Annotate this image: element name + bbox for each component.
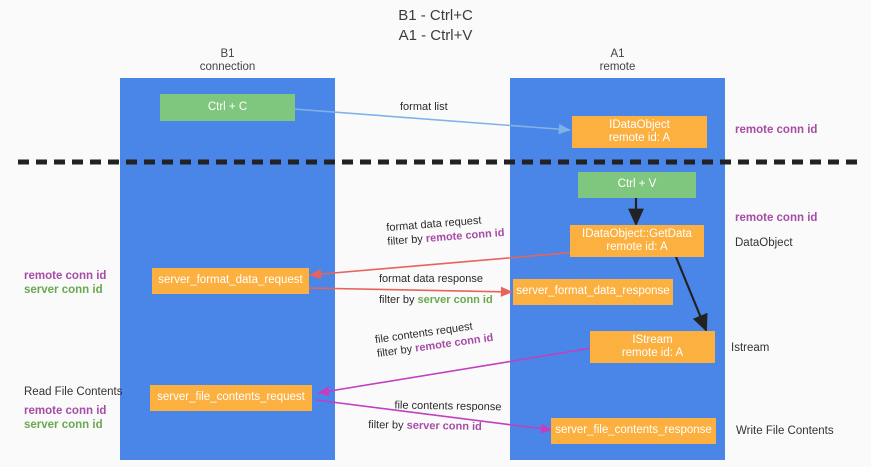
box-istream-sub: remote id: A (621, 347, 684, 359)
edge-label-format-data-response: format data response filter by server co… (379, 272, 493, 307)
edge-label-format-list: format list (400, 100, 448, 114)
lane-header-a1-subtitle: remote (599, 61, 636, 73)
lane-header-a1-name: A1 (610, 48, 625, 60)
box-server-format-data-response[interactable]: server_format_data_response (513, 279, 673, 305)
box-ctrl-v[interactable]: Ctrl + V (578, 172, 696, 198)
box-getdata-sub: remote id: A (606, 241, 668, 253)
annotation-left-read-file-contents: Read File Contents (24, 386, 123, 398)
box-istream[interactable]: IStream remote id: A (590, 331, 715, 363)
box-server-file-contents-response[interactable]: server_file_contents_response (551, 418, 716, 444)
box-getdata-label: IDataObject::GetData (582, 227, 692, 240)
lane-header-b1-name: B1 (220, 48, 235, 60)
edge-label-file-contents-response-text: file contents response (394, 399, 502, 414)
page-title: B1 - Ctrl+C A1 - Ctrl+V (0, 6, 871, 46)
edge-label-file-contents-response-filter: filter by server conn id (368, 418, 501, 434)
edge-label-format-data-request: format data request filter by remote con… (386, 212, 505, 249)
box-idataobject[interactable]: IDataObject remote id: A (572, 116, 707, 148)
edge-label-format-data-response-filter: filter by server conn id (379, 293, 493, 307)
annotation-left-server-conn-id-1: server conn id (24, 284, 103, 296)
box-server-format-data-request-label: server_format_data_request (158, 274, 303, 287)
box-server-format-data-request[interactable]: server_format_data_request (152, 268, 309, 294)
box-idataobject-label: IDataObject (609, 118, 670, 131)
filter-prefix: filter by (386, 233, 427, 249)
box-server-file-contents-request[interactable]: server_file_contents_request (150, 385, 312, 411)
filter-prefix: filter by (368, 419, 407, 432)
edge-label-format-data-response-text: format data response (379, 273, 483, 285)
annotation-left-remote-conn-id-2: remote conn id (24, 405, 107, 417)
box-ctrl-c-label: Ctrl + C (207, 100, 248, 113)
annotation-left-remote-conn-id-1: remote conn id (24, 270, 107, 282)
annotation-right-remote-conn-id-top: remote conn id (735, 124, 818, 136)
box-server-format-data-response-label: server_format_data_response (516, 285, 670, 298)
annotation-right-remote-conn-id-mid: remote conn id (735, 212, 818, 224)
box-getdata[interactable]: IDataObject::GetData remote id: A (570, 225, 704, 257)
annotation-right-istream: Istream (731, 342, 770, 354)
lane-header-b1-subtitle: connection (199, 61, 256, 73)
title-line-1: B1 - Ctrl+C (398, 7, 473, 24)
box-server-file-contents-request-label: server_file_contents_request (157, 391, 305, 404)
filter-key-server-conn-id: server conn id (417, 294, 493, 306)
box-istream-label: IStream (632, 333, 673, 346)
box-ctrl-c[interactable]: Ctrl + C (160, 94, 295, 121)
lane-header-a1: A1 remote (510, 48, 725, 74)
lane-header-b1: B1 connection (120, 48, 335, 74)
edge-label-format-list-text: format list (400, 101, 448, 113)
annotation-right-write-file-contents: Write File Contents (736, 425, 834, 437)
edge-label-file-contents-request: file contents request filter by remote c… (374, 317, 494, 361)
box-ctrl-v-label: Ctrl + V (617, 178, 657, 191)
title-line-2: A1 - Ctrl+V (398, 27, 473, 44)
filter-key-server-conn-id: server conn id (406, 419, 482, 433)
filter-prefix: filter by (376, 342, 417, 361)
annotation-right-dataobject: DataObject (735, 237, 793, 249)
box-idataobject-sub: remote id: A (608, 132, 671, 144)
box-server-file-contents-response-label: server_file_contents_response (555, 424, 712, 437)
edge-label-file-contents-response: file contents response filter by server … (368, 398, 502, 434)
filter-prefix: filter by (379, 294, 418, 306)
annotation-left-server-conn-id-2: server conn id (24, 419, 103, 431)
